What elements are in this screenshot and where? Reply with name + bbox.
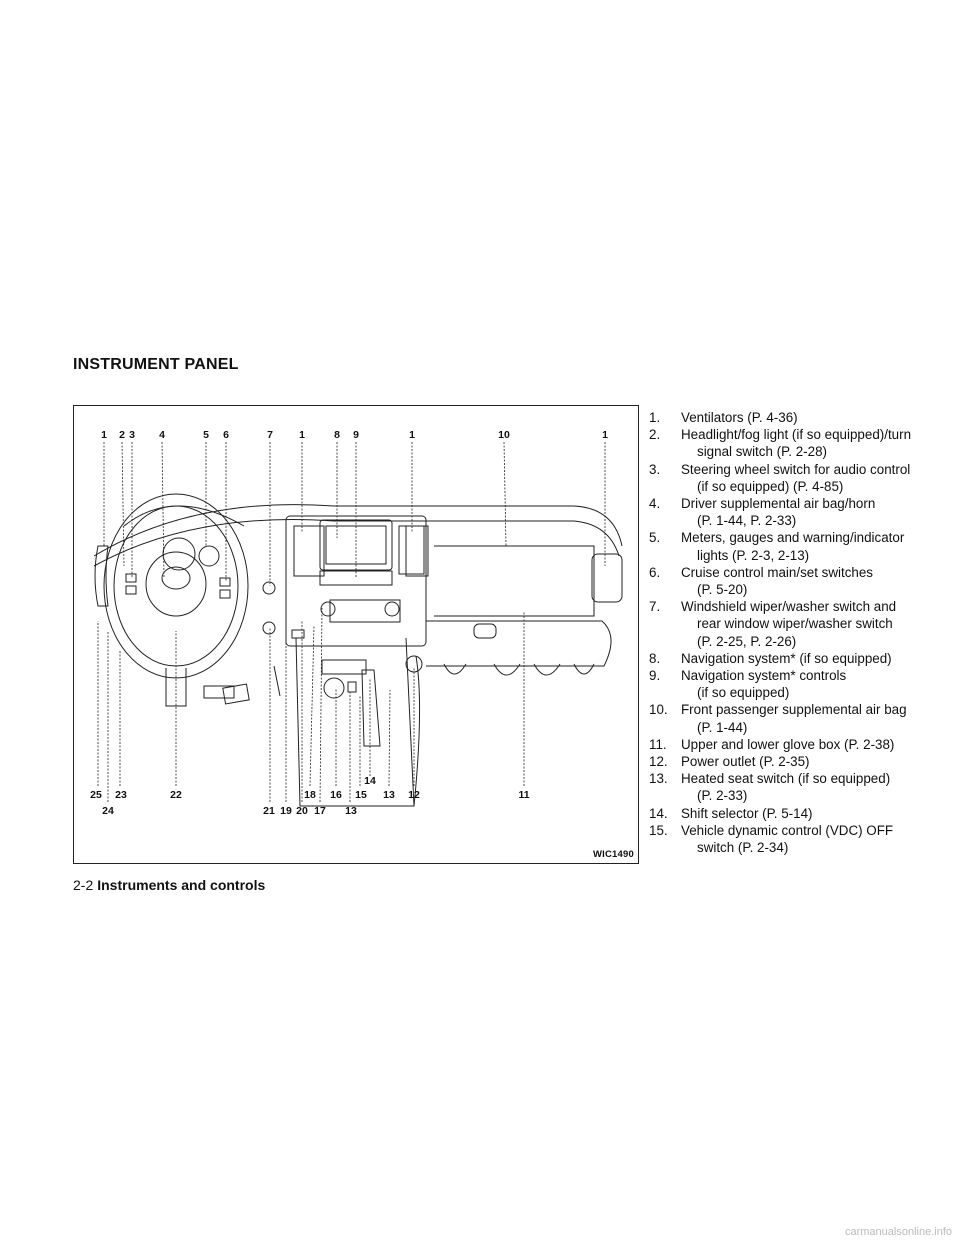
list-item: 11. Upper and lower glove box (P. 2-38) [649, 736, 949, 753]
list-item-text: Driver supplemental air bag/horn [681, 496, 876, 512]
list-item-number: 7. [649, 599, 661, 615]
list-item-number: 8. [649, 650, 661, 666]
list-item: 1. Ventilators (P. 4-36) [649, 409, 949, 426]
list-item-text: Power outlet (P. 2-35) [681, 754, 810, 770]
callout-top: 10 [498, 429, 510, 441]
instrument-panel-illustration: 1 2 3 4 5 6 7 1 8 9 1 10 1 25 24 23 22 2… [90, 429, 623, 817]
list-item-text-continued: (P. 1-44, P. 2-33) [697, 513, 797, 529]
list-item-number: 6. [649, 564, 661, 580]
list-item-text: Heated seat switch (if so equipped) [681, 771, 891, 787]
list-item-text: Vehicle dynamic control (VDC) OFF [681, 822, 894, 838]
footer-section-title: Instruments and controls [97, 877, 266, 893]
callout-bottom: 19 [280, 805, 292, 817]
list-item-text-continued: rear window wiper/washer switch [697, 616, 893, 632]
list-item-text: Windshield wiper/washer switch and [681, 599, 897, 615]
callout-top: 1 [299, 429, 305, 441]
list-item-text: Steering wheel switch for audio control [681, 461, 911, 477]
figure-id: WIC1490 [592, 849, 634, 860]
callout-bottom: 21 [263, 805, 275, 817]
callout-bottom: 25 [90, 789, 102, 801]
list-item-text: Cruise control main/set switches [681, 564, 874, 580]
list-item: 3. Steering wheel switch for audio contro… [649, 461, 949, 495]
list-item-number: 12. [649, 754, 668, 770]
list-item: 14. Shift selector (P. 5-14) [649, 805, 949, 822]
list-item-text-continued: signal switch (P. 2-28) [697, 444, 827, 460]
list-item-text-continued: (if so equipped) (P. 4-85) [697, 478, 844, 494]
callout-bottom: 13 [345, 805, 357, 817]
list-item-text-continued: switch (P. 2-34) [697, 840, 789, 856]
callout-bottom: 15 [355, 789, 367, 801]
list-item-text: Front passenger supplemental air bag [681, 702, 907, 718]
list-item-text-continued: (P. 2-33) [697, 788, 748, 804]
list-item-text-continued: (P. 2-25, P. 2-26) [697, 633, 797, 649]
callout-top: 1 [101, 429, 107, 441]
callout-top: 9 [353, 429, 359, 441]
list-item-number: 1. [649, 410, 661, 425]
list-item-text-continued: (P. 1-44) [697, 719, 748, 735]
list-item-text-continued: lights (P. 2-3, 2-13) [697, 547, 810, 563]
callout-bottom: 23 [115, 789, 127, 801]
list-item-text-continued: (P. 5-20) [697, 582, 748, 598]
callout-top: 8 [334, 429, 340, 441]
callout-top: 2 [119, 429, 125, 441]
watermark: carmanualsonline.info [844, 1226, 952, 1238]
callout-bottom: 17 [314, 805, 326, 817]
callout-bottom: 16 [330, 789, 342, 801]
callout-top: 6 [223, 429, 229, 441]
list-item-number: 9. [649, 668, 661, 684]
list-item-text: Headlight/fog light (if so equipped)/tur… [681, 427, 912, 443]
list-item-text-continued: (if so equipped) [697, 685, 790, 701]
callout-top: 4 [159, 429, 165, 441]
callout-bottom: 13 [383, 789, 395, 801]
list-item: 4. Driver supplemental air bag/horn(P. 1-… [649, 495, 949, 529]
callout-top: 3 [129, 429, 135, 441]
list-item-number: 13. [649, 771, 668, 787]
callout-bottom: 11 [518, 789, 529, 801]
callout-top: 1 [602, 429, 608, 441]
callout-bottom: 18 [304, 789, 316, 801]
callout-bottom: 14 [364, 775, 376, 787]
list-item: 9. Navigation system* controls(if so equi… [649, 667, 949, 701]
list-item-text: Meters, gauges and warning/indicator [681, 530, 905, 546]
list-item: 8. Navigation system* (if so equipped) [649, 650, 949, 667]
list-item: 12. Power outlet (P. 2-35) [649, 753, 949, 770]
list-item: 15. Vehicle dynamic control (VDC) OFF swit… [649, 822, 949, 856]
list-item-number: 2. [649, 427, 661, 443]
callout-bottom: 20 [296, 805, 308, 817]
list-item-text: Shift selector (P. 5-14) [681, 805, 813, 821]
callout-bottom: 12 [408, 789, 420, 801]
callout-top: 5 [203, 429, 209, 441]
list-item-text: Ventilators (P. 4-36) [681, 410, 798, 425]
list-item: 10. Front passenger supplemental air bag(… [649, 701, 949, 735]
callout-bottom: 22 [170, 789, 182, 801]
list-item-number: 4. [649, 496, 661, 512]
list-item: 2. Headlight/fog light (if so equipped)/t… [649, 426, 949, 460]
list-item-number: 10. [649, 702, 668, 718]
list-item-text: Navigation system* controls [681, 668, 847, 684]
list-item-number: 11. [649, 736, 667, 752]
list-item-text: Navigation system* (if so equipped) [681, 650, 892, 666]
list-item: 13. Heated seat switch (if so equipped)(P… [649, 770, 949, 804]
page-number: 2-2 [73, 877, 94, 893]
list-item-number: 5. [649, 530, 661, 546]
callout-top: 1 [409, 429, 415, 441]
list-item-number: 15. [649, 822, 668, 838]
list-item: 6. Cruise control main/set switches (P. 5-… [649, 564, 949, 598]
list-item-number: 14. [649, 805, 668, 821]
section-title: INSTRUMENT PANEL [73, 356, 239, 373]
component-list: 1. Ventilators (P. 4-36) 2. Headlight/fog l… [649, 409, 949, 856]
list-item-number: 3. [649, 461, 661, 477]
list-item-text: Upper and lower glove box (P. 2-38) [681, 736, 895, 752]
instrument-panel-figure: 1 2 3 4 5 6 7 1 8 9 1 10 1 25 24 23 22 2… [73, 405, 639, 864]
callout-bottom: 24 [102, 805, 114, 817]
callout-top: 7 [267, 429, 273, 441]
